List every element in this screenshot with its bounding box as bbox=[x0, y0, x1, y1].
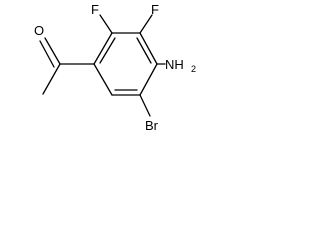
ring-bond-c6-c1 bbox=[93, 63, 113, 96]
benzene-ring bbox=[93, 32, 158, 96]
ring-bond-c3-c4 bbox=[139, 32, 158, 65]
bond-carbonyl-oxygen bbox=[44, 37, 61, 65]
fluorine-label-left: F bbox=[91, 2, 99, 17]
acetyl-group bbox=[39, 37, 95, 95]
amine-label: NH bbox=[165, 57, 184, 72]
chemical-structure: O F F NH 2 Br bbox=[34, 2, 196, 133]
bromine-label: Br bbox=[145, 118, 159, 133]
bond-carbonyl-methyl bbox=[42, 63, 61, 95]
amine-subscript: 2 bbox=[191, 64, 196, 74]
ring-bond-c4-c5 bbox=[139, 63, 158, 96]
ring-double-bond-c1-c2 bbox=[99, 37, 116, 64]
ring-bond-c1-c2 bbox=[93, 32, 113, 65]
bond-carbonyl-oxygen-double bbox=[39, 40, 55, 68]
oxygen-label: O bbox=[34, 23, 44, 38]
fluorine-label-right: F bbox=[151, 2, 159, 17]
ring-double-bond-c3-c4 bbox=[136, 37, 152, 64]
bond-fluorine-left bbox=[99, 14, 113, 34]
bond-bromine bbox=[139, 94, 151, 117]
bond-fluorine-right bbox=[139, 14, 153, 34]
